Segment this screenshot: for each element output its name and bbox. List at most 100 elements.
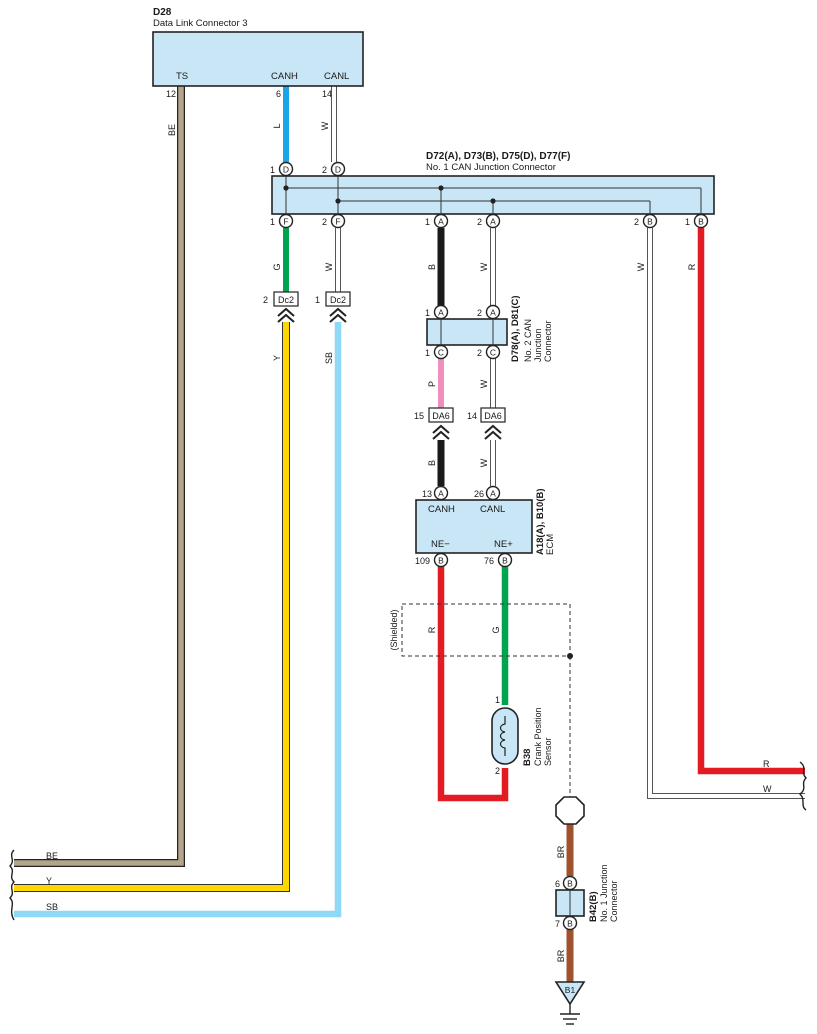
svg-text:C: C xyxy=(490,348,496,358)
svg-text:A: A xyxy=(438,489,444,499)
svg-text:DA6: DA6 xyxy=(484,411,502,421)
svg-text:109: 109 xyxy=(415,556,430,566)
wire-label-b-da6: B xyxy=(427,460,437,466)
wire-label-br2: BR xyxy=(556,949,566,962)
wire-y xyxy=(14,322,290,892)
d28-pin-6: 6 xyxy=(276,89,281,99)
wire-label-w-jc2: W xyxy=(479,379,489,388)
ground-label: B1 xyxy=(565,985,576,995)
svg-text:D: D xyxy=(335,165,341,175)
right-end-w-label: W xyxy=(763,784,772,794)
svg-text:B: B xyxy=(567,919,573,929)
b42-pin-7: B 7 xyxy=(555,915,578,931)
wire-be xyxy=(14,86,185,867)
svg-text:1: 1 xyxy=(425,348,430,358)
left-break-mark xyxy=(9,849,15,921)
d28-ts-label: TS xyxy=(176,71,188,82)
right-break-mark xyxy=(798,761,807,811)
svg-text:2: 2 xyxy=(477,217,482,227)
ground-icon xyxy=(554,981,586,1025)
shield-outline xyxy=(401,603,571,657)
ecm-box xyxy=(415,499,533,554)
d28-canl-label: CANL xyxy=(324,71,349,82)
shielded-label: (Shielded) xyxy=(389,609,399,650)
svg-text:2: 2 xyxy=(322,217,327,227)
svg-text:1: 1 xyxy=(270,217,275,227)
b42-id: B42(B) xyxy=(588,891,599,922)
b38-name-wrap: Crank Position Sensor xyxy=(533,707,553,766)
jc1-pin-top-2: D 2 xyxy=(322,161,346,177)
ecm-canl-label: CANL xyxy=(480,504,505,515)
svg-text:A: A xyxy=(490,489,496,499)
svg-text:C: C xyxy=(438,348,444,358)
svg-text:14: 14 xyxy=(467,411,477,421)
svg-text:B: B xyxy=(647,217,653,227)
jc2-pin-bottom-c2: C 2 xyxy=(477,344,501,360)
right-end-r-label: R xyxy=(763,759,770,769)
jc2-name: No. 2 CAN Junction Connector xyxy=(523,318,553,362)
wire-label-y: Y xyxy=(272,355,282,361)
wire-label-be: BE xyxy=(167,124,177,136)
da6-connector-left: DA6 15 xyxy=(414,407,454,440)
jc1-name: No. 1 CAN Junction Connector xyxy=(426,162,556,173)
jc1-pin-bottom-f1: F 1 xyxy=(270,213,294,229)
svg-text:1: 1 xyxy=(685,217,690,227)
jc1-pin-bottom-a1: A 1 xyxy=(425,213,449,229)
wire-w-right xyxy=(647,228,805,799)
svg-text:Dc2: Dc2 xyxy=(278,295,294,305)
svg-text:A: A xyxy=(490,308,496,318)
svg-text:B: B xyxy=(502,556,508,566)
wire-label-g-ecm: G xyxy=(491,626,501,633)
ecm-pin-26: A 26 xyxy=(474,485,501,501)
ecm-neminus-label: NE− xyxy=(431,539,450,550)
jc2-internal-lines xyxy=(440,319,494,345)
svg-text:1: 1 xyxy=(425,217,430,227)
ecm-neplus-label: NE+ xyxy=(494,539,513,550)
svg-text:13: 13 xyxy=(422,489,432,499)
svg-text:B: B xyxy=(438,556,444,566)
jc2-pin-bottom-c1: C 1 xyxy=(425,344,449,360)
dc2-connector-right: Dc2 1 xyxy=(315,291,351,323)
svg-text:2: 2 xyxy=(477,308,482,318)
jc1-pin-bottom-b1: B 1 xyxy=(685,213,709,229)
svg-text:D: D xyxy=(283,165,289,175)
wire-label-r-ecm: R xyxy=(427,626,437,633)
svg-text:2: 2 xyxy=(634,217,639,227)
wire-r-right xyxy=(697,228,805,775)
wire-label-w-mid2: W xyxy=(479,262,489,271)
jc2-pin-top-a1: A 1 xyxy=(425,304,449,320)
wire-label-w-top: W xyxy=(320,121,330,130)
d28-box xyxy=(152,31,364,87)
b42-pin-6: B 6 xyxy=(555,875,578,891)
wire-label-l: L xyxy=(272,123,282,128)
svg-text:B: B xyxy=(567,879,573,889)
ecm-pin-109: B 109 xyxy=(415,552,449,568)
svg-text:26: 26 xyxy=(474,489,484,499)
b38-name: Crank Position Sensor xyxy=(533,707,553,766)
ecm-id: A18(A), B10(B) xyxy=(535,488,546,555)
svg-text:7: 7 xyxy=(555,919,560,929)
jc1-pin-top-1: D 1 xyxy=(270,161,294,177)
svg-text:B: B xyxy=(698,217,704,227)
svg-text:6: 6 xyxy=(555,879,560,889)
left-end-y-label: Y xyxy=(46,876,52,886)
b38-pin-1: 1 xyxy=(495,695,500,705)
wire-label-g-mid: G xyxy=(272,263,282,270)
svg-text:2: 2 xyxy=(263,295,268,305)
svg-text:A: A xyxy=(490,217,496,227)
jc1-pin-bottom-b2: B 2 xyxy=(634,213,658,229)
svg-text:1: 1 xyxy=(270,165,275,175)
wire-label-b-mid: B xyxy=(427,264,437,270)
wire-label-r-mid: R xyxy=(687,263,697,270)
svg-text:F: F xyxy=(283,217,288,227)
svg-text:15: 15 xyxy=(414,411,424,421)
jc2-id: D78(A), D81(C) xyxy=(510,295,521,362)
ecm-canh-label: CANH xyxy=(428,504,455,515)
wire-r-sensor xyxy=(437,566,509,802)
wire-label-sb: SB xyxy=(324,352,334,364)
b38-id: B38 xyxy=(522,749,533,766)
shield-ground-octagon xyxy=(555,796,585,825)
wire-label-w-mid3: W xyxy=(636,262,646,271)
b38-pin-2: 2 xyxy=(495,766,500,776)
